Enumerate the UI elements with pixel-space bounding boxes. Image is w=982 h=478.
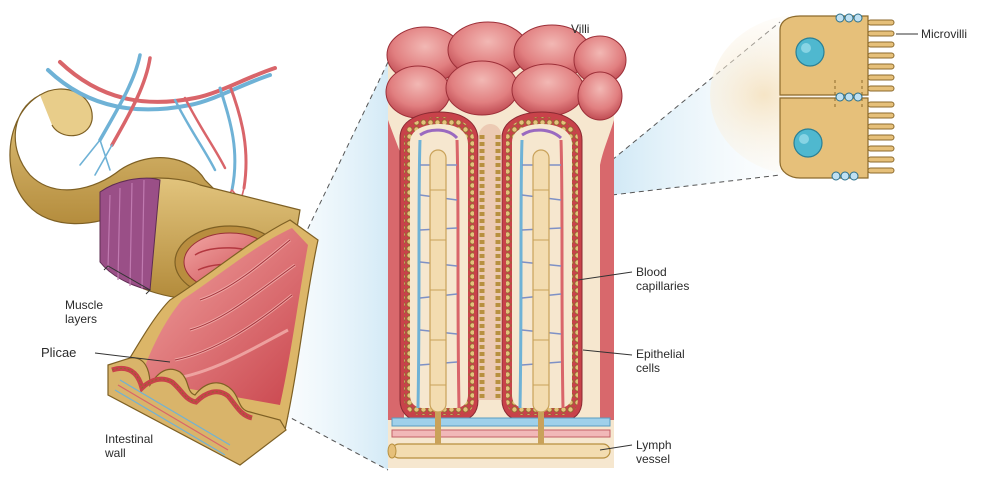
label-blood-capillaries: Blood capillaries (636, 265, 689, 293)
label-lymph-vessel: Lymph vessel (636, 438, 672, 466)
intestine-tube-illustration (10, 55, 318, 465)
label-lymph-vessel-line1: Lymph (636, 438, 672, 452)
label-lymph-vessel-line2: vessel (636, 452, 672, 466)
villi-cross-section (386, 22, 632, 468)
label-muscle-layers-line1: Muscle (65, 298, 103, 312)
label-blood-capillaries-line1: Blood (636, 265, 689, 279)
label-muscle-layers-line2: layers (65, 312, 103, 326)
label-epithelial-cells-line1: Epithelial (636, 347, 685, 361)
label-epithelial-cells: Epithelial cells (636, 347, 685, 375)
label-epithelial-cells-line2: cells (636, 361, 685, 375)
label-muscle-layers: Muscle layers (65, 298, 103, 326)
epithelial-cell-closeup (710, 14, 918, 180)
label-blood-capillaries-line2: capillaries (636, 279, 689, 293)
label-plicae: Plicae (41, 346, 76, 360)
label-intestinal-wall-line1: Intestinal (105, 432, 153, 446)
label-microvilli: Microvilli (921, 27, 967, 41)
label-villi: Villi (571, 22, 589, 36)
label-intestinal-wall: Intestinal wall (105, 432, 153, 460)
label-intestinal-wall-line2: wall (105, 446, 153, 460)
